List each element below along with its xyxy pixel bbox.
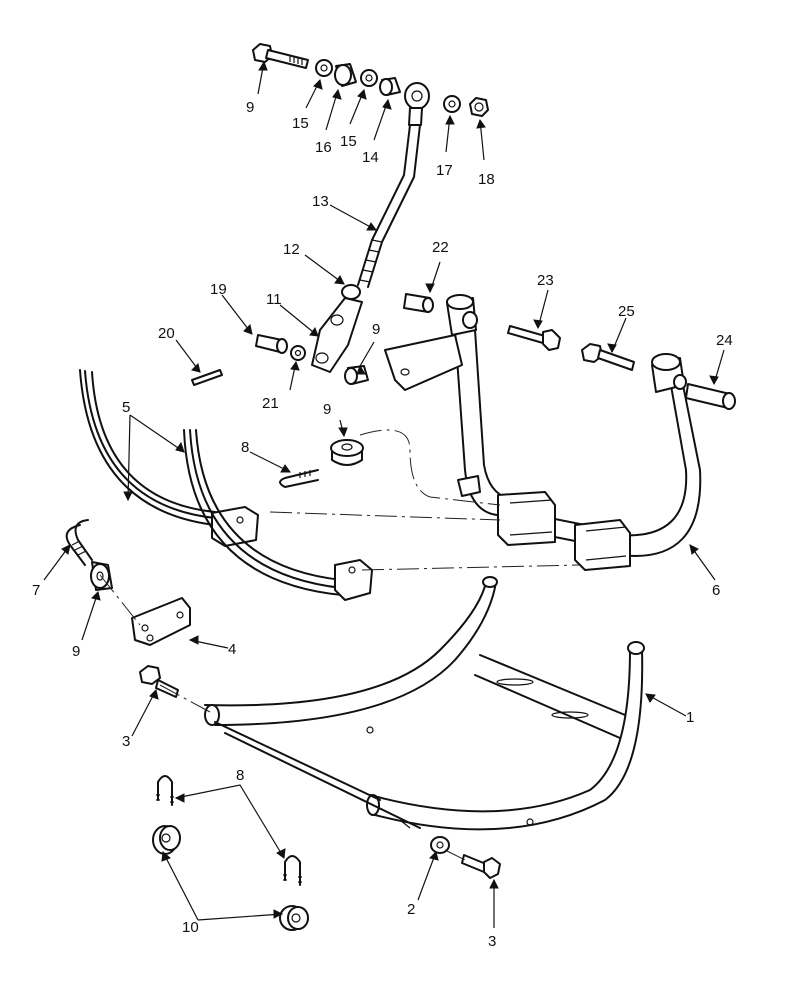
- part-7-bushing: [344, 365, 369, 385]
- part-14-bolt: [252, 43, 309, 69]
- callout-9-b: 9: [72, 643, 80, 660]
- callout-20: 20: [158, 325, 175, 342]
- part-15-washer-b: [360, 69, 378, 87]
- callout-7: 9: [372, 321, 380, 338]
- part-13-bushing: [379, 77, 401, 96]
- callout-5: 5: [122, 399, 130, 416]
- part-5-spring-left: [79, 369, 259, 547]
- callout-3-b: 3: [488, 933, 496, 950]
- part-3-bolt-upper: [139, 665, 179, 698]
- part-11-nut: [341, 284, 361, 300]
- part-10-lever: [311, 297, 363, 373]
- callout-15-b: 15: [340, 133, 357, 150]
- callout-labels: 9 15 16 15 14 17 18 13 12 19 11 20 21 9 …: [32, 99, 733, 950]
- callout-16: 16: [315, 139, 332, 156]
- callout-18: 18: [478, 171, 495, 188]
- callout-23: 23: [537, 272, 554, 289]
- callout-11: 12: [283, 241, 300, 258]
- part-8-ubolt-upper: [279, 469, 319, 488]
- callout-2: 2: [407, 901, 415, 918]
- callout-17: 17: [436, 162, 453, 179]
- part-1-frame: [204, 576, 645, 831]
- part-19-pin: [255, 334, 288, 354]
- part-21-washer: [290, 345, 306, 361]
- center-lines: [99, 429, 581, 861]
- part-15-washer-a: [315, 59, 333, 77]
- callout-13: 14: [362, 149, 379, 166]
- callout-25: 25: [618, 303, 635, 320]
- part-9-mount-upper: [330, 439, 364, 466]
- callout-12: 13: [312, 193, 329, 210]
- part-8-ubolt-left: [65, 519, 93, 566]
- part-8-ubolt-lower-b: [283, 855, 302, 886]
- callout-22: 22: [432, 239, 449, 256]
- leader-lines: [43, 61, 725, 928]
- part-22-bushing: [403, 293, 434, 313]
- callout-21: 21: [262, 395, 279, 412]
- callout-10: 11: [266, 291, 282, 308]
- callout-15-a: 15: [292, 115, 309, 132]
- part-9-mount-lower-a: [152, 825, 181, 855]
- part-12-rod: [357, 82, 430, 288]
- callout-19: 19: [210, 281, 227, 298]
- part-9-mount-lower-b: [279, 905, 309, 931]
- arrow-heads: [61, 60, 719, 919]
- callout-9-c: 10: [182, 919, 199, 936]
- callout-9-a: 9: [323, 401, 331, 418]
- callout-1: 1: [686, 709, 694, 726]
- callout-24: 24: [716, 332, 733, 349]
- part-2-bushing: [430, 836, 450, 854]
- part-16-spacer: [334, 63, 357, 87]
- part-4-plate: [131, 597, 191, 646]
- callout-14: 9: [246, 99, 254, 116]
- callout-8-a: 8: [241, 439, 249, 456]
- part-17-washer: [443, 95, 461, 113]
- callout-4: 4: [228, 641, 236, 658]
- part-25-bolt: [581, 343, 635, 371]
- part-3-bolt-lower: [461, 854, 501, 879]
- callout-8-c: 8: [236, 767, 244, 784]
- callout-8-b: 7: [32, 582, 40, 599]
- part-6-frame: [384, 294, 702, 571]
- part-18-nut: [469, 97, 489, 117]
- part-23-bolt: [507, 325, 561, 351]
- callout-6: 6: [712, 582, 720, 599]
- part-24-bushing: [685, 383, 736, 410]
- callout-3-a: 3: [122, 733, 130, 750]
- part-20-cotter-pin: [191, 369, 223, 386]
- part-8-ubolt-lower-a: [156, 775, 174, 806]
